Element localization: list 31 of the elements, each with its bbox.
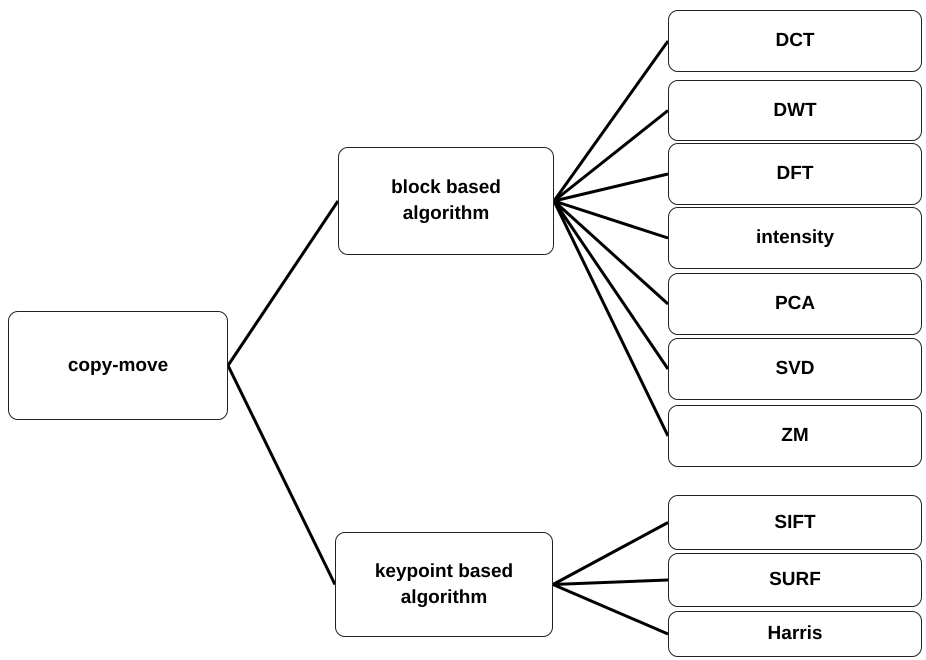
connector-line bbox=[226, 364, 336, 586]
connector-line bbox=[226, 200, 340, 366]
connector-line bbox=[552, 40, 670, 202]
process-box bbox=[338, 147, 554, 255]
box-label: block based algorithm bbox=[390, 176, 502, 226]
box-label: DWT bbox=[773, 98, 817, 123]
process-box bbox=[668, 405, 922, 467]
connector-line bbox=[552, 521, 669, 586]
process-box bbox=[8, 311, 228, 420]
process-box bbox=[668, 143, 922, 205]
box-label: SVD bbox=[775, 357, 815, 382]
box-label: SIFT bbox=[774, 510, 816, 535]
box-label: Harris bbox=[768, 622, 822, 646]
process-box bbox=[668, 611, 922, 657]
connector-line bbox=[552, 583, 669, 636]
box-label: intensity bbox=[756, 226, 834, 250]
box-label: DCT bbox=[775, 29, 815, 54]
process-box bbox=[668, 273, 922, 335]
box-label: ZM bbox=[781, 424, 809, 448]
process-box bbox=[668, 338, 922, 400]
box-label: SURF bbox=[769, 568, 821, 592]
box-label: PCA bbox=[774, 292, 816, 316]
process-box bbox=[668, 10, 922, 72]
process-box bbox=[668, 80, 922, 141]
box-label: DFT bbox=[776, 162, 814, 186]
box-label: keypoint based algorithm bbox=[374, 560, 514, 610]
process-box bbox=[335, 532, 553, 637]
process-box bbox=[668, 553, 922, 607]
process-box bbox=[668, 207, 922, 269]
process-box bbox=[668, 495, 922, 550]
box-label: copy-move bbox=[68, 354, 168, 378]
